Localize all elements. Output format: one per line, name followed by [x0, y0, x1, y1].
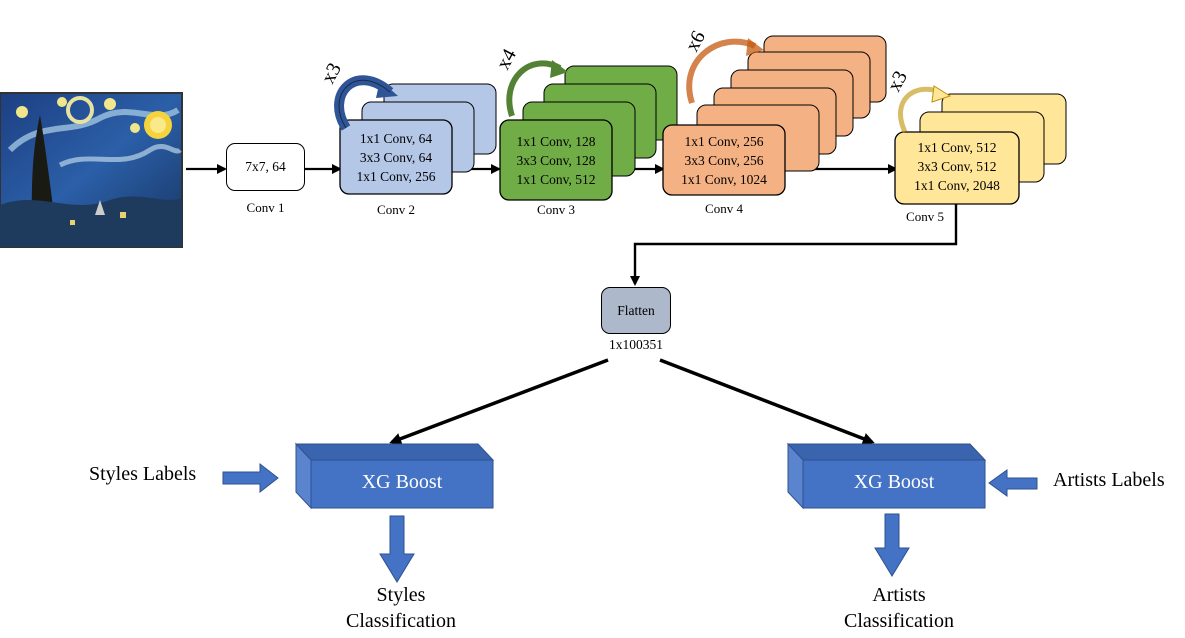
conv2-line-1: 1x1 Conv, 64	[359, 131, 433, 146]
conv2-stack	[334, 75, 497, 195]
input-painting-image	[0, 92, 183, 248]
left-xgboost-box	[294, 442, 495, 510]
conv3-line-1: 1x1 Conv, 128	[516, 134, 596, 149]
conv4-caption: Conv 4	[705, 201, 743, 216]
conv4-stack	[662, 35, 887, 196]
styles-output-line-1: Styles	[376, 584, 426, 606]
right-output-arrow	[874, 513, 910, 577]
conv5-line-3: 1x1 Conv, 2048	[914, 178, 1000, 193]
conv1-caption: Conv 1	[246, 200, 285, 215]
artists-labels-text: Artists Labels	[1053, 469, 1165, 491]
styles-output-line-2: Classification	[346, 610, 456, 632]
conv3-line-3: 1x1 Conv, 512	[516, 172, 596, 187]
artists-labels-arrow	[988, 469, 1038, 497]
arrow-flatten-to-left-xgboost	[389, 358, 609, 445]
left-output-arrow	[379, 515, 415, 583]
conv5-text-block: 1x1 Conv, 512 3x3 Conv, 512 1x1 Conv, 20…	[895, 139, 1019, 195]
conv2-line-3: 1x1 Conv, 256	[356, 169, 436, 184]
flatten-box: Flatten	[601, 287, 671, 334]
conv5-line-2: 3x3 Conv, 512	[917, 159, 997, 174]
conv5-line-1: 1x1 Conv, 512	[917, 140, 997, 155]
flatten-size: 1x100351	[609, 337, 663, 352]
conv5-caption: Conv 5	[906, 209, 944, 224]
artists-output-line-2: Classification	[844, 610, 954, 632]
conv1-box: 7x7, 64	[226, 143, 305, 191]
conv4-line-3: 1x1 Conv, 1024	[681, 172, 767, 187]
left-xgboost-label: XG Boost	[361, 471, 443, 493]
conv2-caption: Conv 2	[377, 202, 415, 217]
conv3-caption: Conv 3	[537, 202, 575, 217]
conv1-text: 7x7, 64	[245, 159, 286, 174]
conv4-text-block: 1x1 Conv, 256 3x3 Conv, 256 1x1 Conv, 10…	[663, 133, 785, 189]
styles-labels-text: Styles Labels	[89, 463, 197, 485]
conv3-stack	[499, 60, 678, 201]
conv3-text-block: 1x1 Conv, 128 3x3 Conv, 128 1x1 Conv, 51…	[500, 133, 612, 189]
conv5-stack	[894, 85, 1067, 205]
arrow-flatten-to-right-xgboost	[659, 358, 875, 445]
conv4-line-2: 3x3 Conv, 256	[684, 153, 764, 168]
right-xgboost-box	[786, 442, 987, 510]
conv4-line-1: 1x1 Conv, 256	[684, 134, 764, 149]
flatten-label: Flatten	[617, 303, 655, 318]
conv2-line-2: 3x3 Conv, 64	[359, 150, 433, 165]
right-xgboost-label: XG Boost	[853, 471, 935, 493]
styles-labels-arrow	[222, 462, 279, 494]
artists-output-line-1: Artists	[872, 584, 926, 606]
conv3-line-2: 3x3 Conv, 128	[516, 153, 596, 168]
arrow-conv5-to-flatten	[630, 204, 958, 286]
conv2-text-block: 1x1 Conv, 64 3x3 Conv, 64 1x1 Conv, 256	[340, 130, 452, 186]
